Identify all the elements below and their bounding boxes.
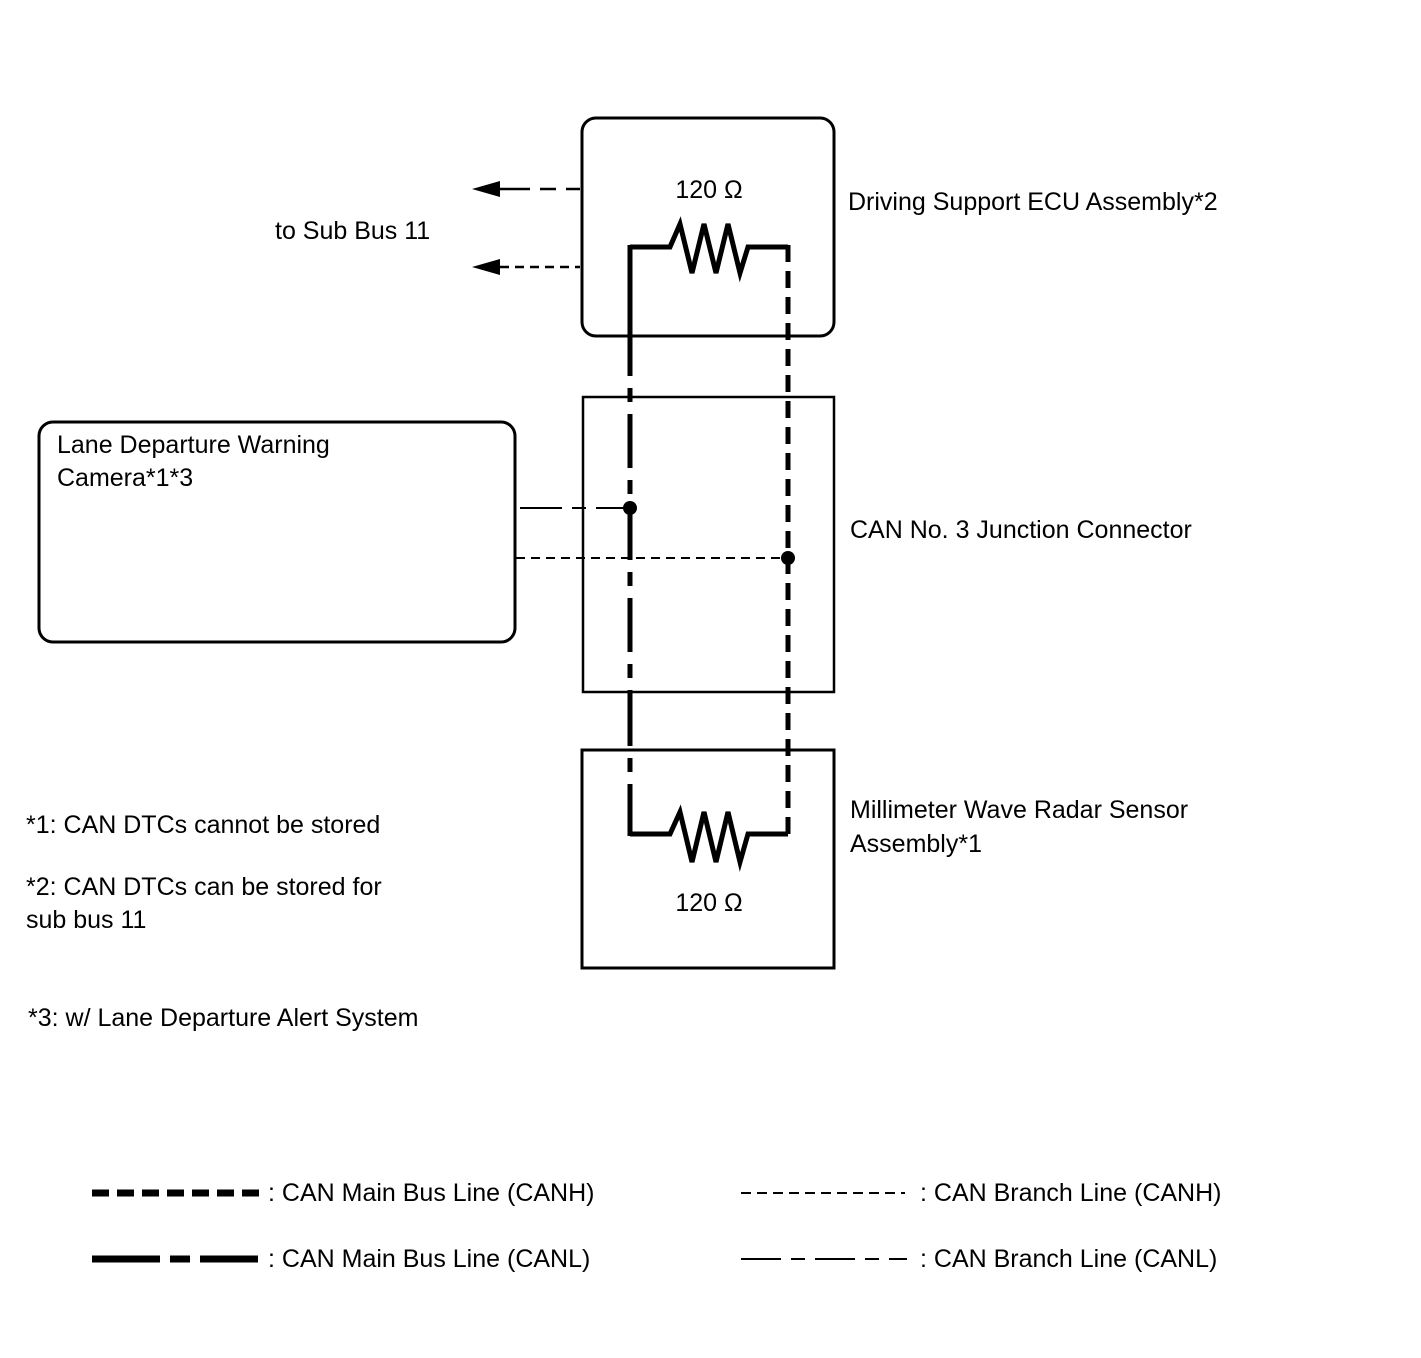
ecu-resistor	[630, 216, 788, 283]
canl-junction-node	[623, 501, 637, 515]
legend-branch-canh-label: : CAN Branch Line (CANH)	[920, 1179, 1221, 1207]
radar-sensor-box	[580, 748, 836, 970]
ecu-resistance-label: 120 Ω	[675, 176, 742, 204]
junction-connector-box	[581, 395, 836, 694]
sub-bus-canh-arrow-icon	[472, 259, 500, 275]
note-2-line2: sub bus 11	[26, 906, 146, 934]
radar-resistance-label: 120 Ω	[675, 889, 742, 917]
note-3: *3: w/ Lane Departure Alert System	[28, 1004, 418, 1032]
canh-junction-node	[781, 551, 795, 565]
driving-support-ecu-box	[580, 116, 836, 338]
junction-connector-label: CAN No. 3 Junction Connector	[850, 516, 1192, 544]
radar-label-line2: Assembly*1	[850, 830, 982, 858]
sub-bus-canl-arrow-icon	[472, 181, 500, 197]
sub-bus-label: to Sub Bus 11	[275, 217, 430, 245]
legend-main-canl-label: : CAN Main Bus Line (CANL)	[268, 1245, 590, 1273]
camera-label-line1: Lane Departure Warning	[57, 431, 330, 459]
note-2-line1: *2: CAN DTCs can be stored for	[26, 873, 382, 901]
camera-label-line2: Camera*1*3	[57, 464, 193, 492]
radar-resistor	[630, 804, 788, 872]
lane-camera-box	[37, 420, 517, 644]
legend-main-canh-label: : CAN Main Bus Line (CANH)	[268, 1179, 594, 1207]
radar-label-line1: Millimeter Wave Radar Sensor	[850, 796, 1188, 824]
legend-branch-canl-label: : CAN Branch Line (CANL)	[920, 1245, 1217, 1273]
note-1: *1: CAN DTCs cannot be stored	[26, 811, 380, 839]
ecu-label: Driving Support ECU Assembly*2	[848, 188, 1218, 216]
